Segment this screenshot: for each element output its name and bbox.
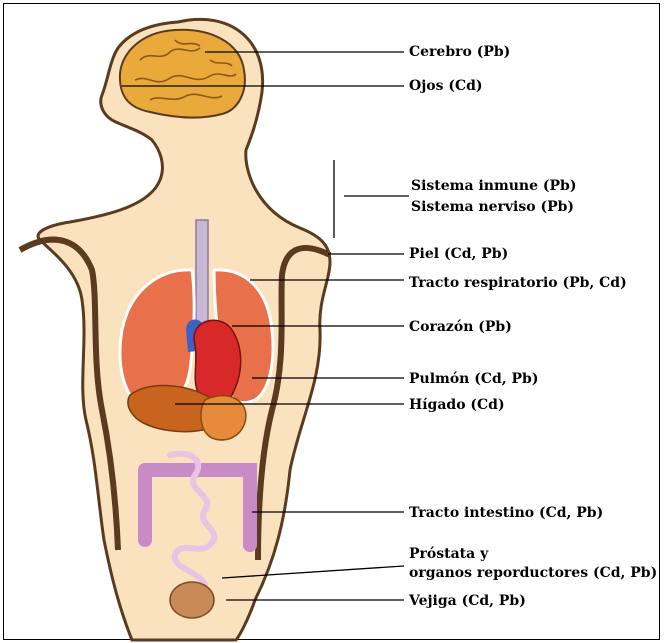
label-sistema-inmune: Sistema inmune (Pb) [411,177,576,195]
label-tracto-respiratorio: Tracto respiratorio (Pb, Cd) [409,274,627,292]
label-sistema-nervioso: Sistema nerviso (Pb) [411,198,574,216]
label-organos-reproductores: organos reporductores (Cd, Pb) [409,564,657,582]
brain-icon [120,30,245,118]
label-ojos: Ojos (Cd) [409,77,483,95]
label-corazon: Corazón (Pb) [409,318,512,336]
label-tracto-intestino: Tracto intestino (Cd, Pb) [409,504,603,522]
bladder-icon [170,582,214,618]
stomach-icon [201,396,246,440]
label-piel: Piel (Cd, Pb) [409,245,508,263]
label-pulmon: Pulmón (Cd, Pb) [409,370,538,388]
label-prostata: Próstata y [409,545,488,563]
label-vejiga: Vejiga (Cd, Pb) [409,592,526,610]
label-cerebro: Cerebro (Pb) [409,43,510,61]
label-higado: Hígado (Cd) [409,396,505,414]
